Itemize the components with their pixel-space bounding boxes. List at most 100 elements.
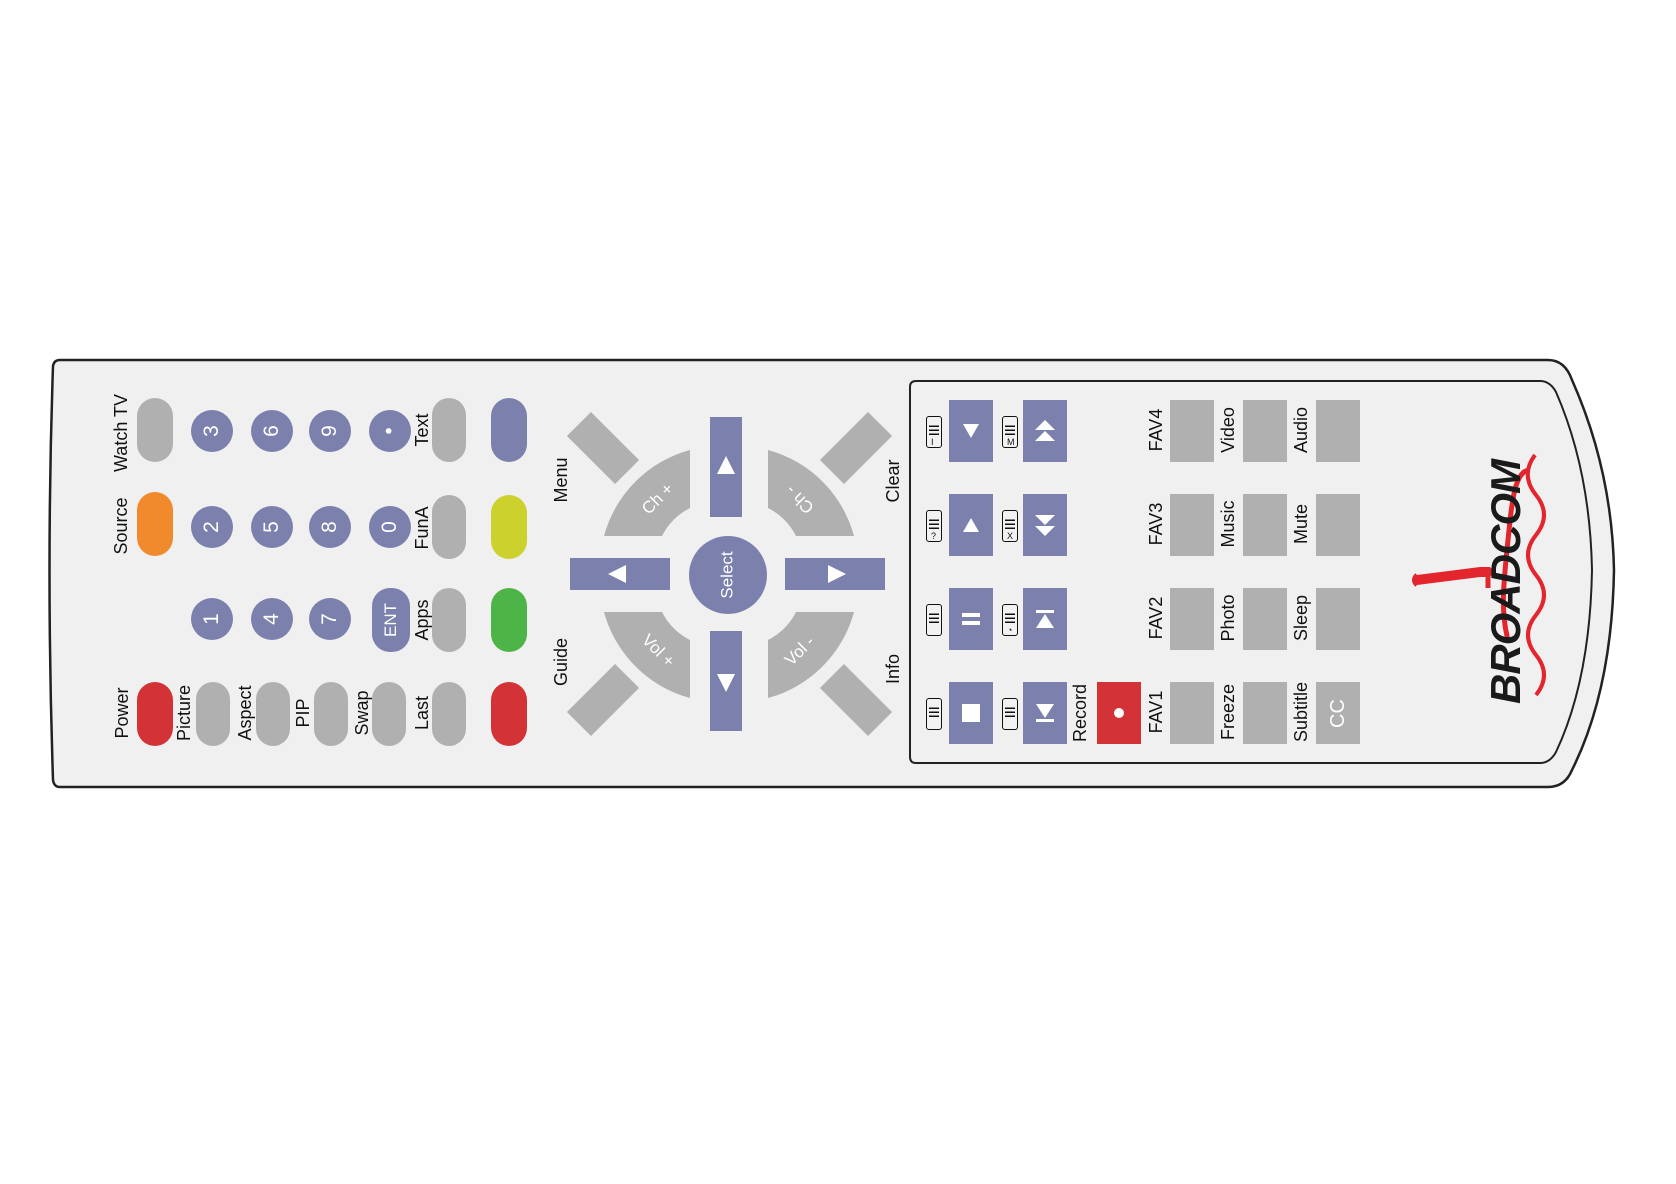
pause-icon (962, 613, 980, 625)
funa-button[interactable] (432, 495, 466, 559)
last-label: Last (412, 695, 432, 731)
freeze-button[interactable] (1243, 682, 1287, 744)
photo-button[interactable] (1243, 588, 1287, 650)
rewind-key[interactable] (949, 400, 993, 462)
digit-1-label: 1 (200, 613, 223, 625)
source-button[interactable] (137, 492, 173, 556)
menu-key[interactable] (566, 411, 640, 485)
text-button[interactable] (432, 398, 466, 462)
pause-key[interactable] (949, 588, 993, 650)
play-key[interactable] (949, 494, 993, 556)
apps-label: Apps (412, 599, 432, 641)
digit-8-button[interactable]: 8 (309, 506, 351, 548)
record-button[interactable] (1097, 682, 1141, 744)
info-label: Info (883, 653, 903, 685)
cc-label: CC (1326, 698, 1349, 728)
fast-forward-up-key[interactable] (1023, 400, 1067, 462)
stop-key[interactable] (949, 682, 993, 744)
record-icon (1114, 708, 1124, 718)
ent-label: ENT (381, 603, 400, 637)
dot-label: • (377, 427, 401, 435)
guide-label: Guide (551, 637, 571, 687)
digit-2-button[interactable]: 2 (191, 506, 233, 548)
double-up-triangle-icon (1035, 420, 1055, 441)
digit-7-button[interactable]: 7 (309, 598, 351, 640)
apps-button[interactable] (432, 588, 466, 652)
music-label: Music (1218, 500, 1238, 548)
cc-button[interactable]: CC (1316, 682, 1360, 744)
stop-icon (962, 704, 980, 722)
digit-0-button[interactable]: 0 (369, 506, 411, 548)
skip-back-key[interactable] (1023, 682, 1067, 744)
fav2-label: FAV2 (1146, 596, 1166, 640)
swap-button[interactable] (372, 682, 406, 746)
sleep-label: Sleep (1291, 594, 1311, 642)
fast-down-key[interactable] (1023, 494, 1067, 556)
mute-button[interactable] (1316, 494, 1360, 556)
fav2-button[interactable] (1170, 588, 1214, 650)
clear-key[interactable] (819, 411, 893, 485)
digit-0-label: 0 (378, 521, 401, 533)
music-button[interactable] (1243, 494, 1287, 556)
fav3-label: FAV3 (1146, 502, 1166, 546)
video-button[interactable] (1243, 400, 1287, 462)
digit-4-label: 4 (260, 613, 283, 625)
guide-key[interactable] (566, 663, 640, 737)
digit-3-button[interactable]: 3 (191, 410, 233, 452)
ent-button[interactable]: ENT (372, 588, 410, 652)
menu-list-icon: I (926, 416, 942, 448)
list-timer-icon: ◔ (1002, 604, 1018, 636)
digit-6-button[interactable]: 6 (251, 410, 293, 452)
digit-5-label: 5 (260, 521, 283, 533)
digit-7-label: 7 (318, 613, 341, 625)
skip-back-icon (1036, 704, 1054, 722)
audio-button[interactable] (1316, 400, 1360, 462)
digit-3-label: 3 (200, 425, 223, 437)
swap-label: Swap (352, 690, 372, 736)
fav4-button[interactable] (1170, 400, 1214, 462)
funa-label: FunA (412, 506, 432, 550)
left-arrow-icon (608, 565, 626, 583)
digit-5-button[interactable]: 5 (251, 506, 293, 548)
select-button[interactable]: Select (689, 536, 767, 614)
record-label: Record (1070, 683, 1090, 743)
power-button[interactable] (137, 682, 173, 746)
subtitle-edit-icon (926, 698, 942, 730)
digit-4-button[interactable]: 4 (251, 598, 293, 640)
right-panel-outline (909, 380, 1594, 764)
last-button[interactable] (432, 682, 466, 746)
broadcom-logo: BROADCOM (1482, 460, 1529, 704)
blue-key[interactable] (491, 398, 527, 462)
skip-forward-key[interactable] (1023, 588, 1067, 650)
sleep-button[interactable] (1316, 588, 1360, 650)
info-key[interactable] (819, 663, 893, 737)
clear-label: Clear (883, 459, 903, 503)
freeze-label: Freeze (1218, 683, 1238, 741)
picture-button[interactable] (196, 682, 230, 746)
fav3-button[interactable] (1170, 494, 1214, 556)
watch-tv-button[interactable] (137, 398, 173, 462)
up-triangle-icon (963, 518, 979, 532)
list-updown-icon (1002, 698, 1018, 730)
double-down-triangle-icon (1035, 515, 1055, 536)
help-list-icon: ? (926, 510, 942, 542)
skip-icon (1036, 610, 1054, 628)
right-arrow-icon (828, 565, 846, 583)
fav1-button[interactable] (1170, 682, 1214, 744)
dot-button[interactable]: • (369, 410, 411, 452)
digit-9-button[interactable]: 9 (309, 410, 351, 452)
yellow-key[interactable] (491, 495, 527, 559)
aspect-button[interactable] (256, 682, 290, 746)
digit-1-button[interactable]: 1 (191, 598, 233, 640)
pip-label: PIP (293, 698, 313, 728)
watch-tv-label: Watch TV (111, 393, 131, 473)
ch-minus-arc (768, 450, 854, 536)
photo-label: Photo (1218, 594, 1238, 642)
pip-button[interactable] (314, 682, 348, 746)
audio-label: Audio (1291, 406, 1311, 454)
green-key[interactable] (491, 588, 527, 652)
subtitle-label: Subtitle (1291, 681, 1311, 743)
red-key[interactable] (491, 682, 527, 746)
